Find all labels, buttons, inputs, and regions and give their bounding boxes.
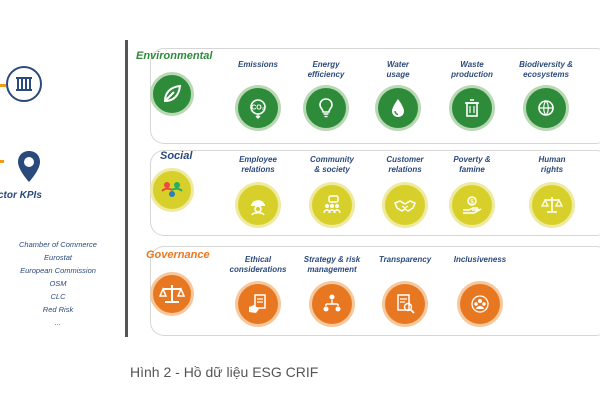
governance-item-label: Inclusiveness <box>441 255 519 265</box>
source-item: Red Risk <box>42 305 74 314</box>
location-pin-icon <box>16 150 42 184</box>
source-item: ... <box>54 318 62 327</box>
label-line: relations <box>388 165 422 174</box>
scales-circle-icon <box>150 272 194 316</box>
label-line: relations <box>241 165 275 174</box>
org-chart-icon <box>312 284 352 324</box>
orange-accent-bar <box>0 160 4 163</box>
figure-caption: Hình 2 - Hồ dữ liệu ESG CRIF <box>130 364 319 380</box>
chamber-logo-icon <box>6 66 42 102</box>
source-item: Eurostat <box>44 253 72 262</box>
label-line: management <box>307 265 357 274</box>
worker-icon <box>238 185 278 225</box>
label-line: rights <box>540 165 564 174</box>
label-line: Biodiversity & <box>519 60 573 69</box>
orange-accent-bar <box>0 84 6 87</box>
label-line: ecosystems <box>523 70 569 79</box>
people-circle-icon <box>460 284 500 324</box>
label-line: Water <box>386 60 410 69</box>
label-line: Inclusiveness <box>453 255 507 264</box>
label-line: Employee <box>239 155 277 164</box>
label-line: Strategy & risk <box>303 255 361 264</box>
governance-title: Governance <box>146 249 210 261</box>
label-line: & society <box>314 165 350 174</box>
label-line: production <box>451 70 493 79</box>
social-title: Social <box>160 150 193 162</box>
governance-item-label: Transparency <box>366 255 444 265</box>
data-sources-list: Chamber of Commerce Eurostat European Co… <box>8 238 108 329</box>
divider-line <box>125 40 128 337</box>
trash-bin-icon <box>452 88 492 128</box>
svg-text:$: $ <box>470 200 474 206</box>
water-drop-icon <box>378 88 418 128</box>
environmental-item-label: Emissions <box>219 60 297 70</box>
label-line: famine <box>459 165 485 174</box>
document-hand-icon <box>238 284 278 324</box>
source-item: European Commission <box>20 266 96 275</box>
label-line: Energy <box>312 60 340 69</box>
money-hand-icon: $ <box>452 185 492 225</box>
community-icon <box>312 185 352 225</box>
label-line: Community <box>310 155 354 164</box>
source-item: Chamber of Commerce <box>19 240 97 249</box>
leaf-circle-icon <box>150 72 194 116</box>
label-line: Waste <box>460 60 484 69</box>
sector-kpis-label: ctor KPIs <box>0 190 42 201</box>
label-line: efficiency <box>307 70 345 79</box>
people-hands-icon <box>150 168 194 212</box>
handshake-icon <box>385 185 425 225</box>
label-line: Emissions <box>237 60 278 69</box>
social-item-label: Poverty &famine <box>433 155 511 175</box>
lightbulb-icon <box>306 88 346 128</box>
label-line: considerations <box>229 265 287 274</box>
environmental-title: Environmental <box>136 50 213 62</box>
label-line: Poverty & <box>453 155 491 164</box>
label-line: Transparency <box>378 255 432 264</box>
label-line: Customer <box>386 155 424 164</box>
co2-icon: CO₂ <box>238 88 278 128</box>
social-item-label: Community& society <box>293 155 371 175</box>
label-line: usage <box>386 70 410 79</box>
label-line: Ethical <box>244 255 272 264</box>
scales-icon <box>532 185 572 225</box>
globe-icon <box>526 88 566 128</box>
source-item: OSM <box>49 279 67 288</box>
label-line: Human <box>538 155 566 164</box>
report-search-icon <box>385 284 425 324</box>
environmental-item-label: Biodiversity &ecosystems <box>507 60 585 80</box>
source-item: CLC <box>50 292 66 301</box>
svg-text:CO₂: CO₂ <box>251 105 265 112</box>
